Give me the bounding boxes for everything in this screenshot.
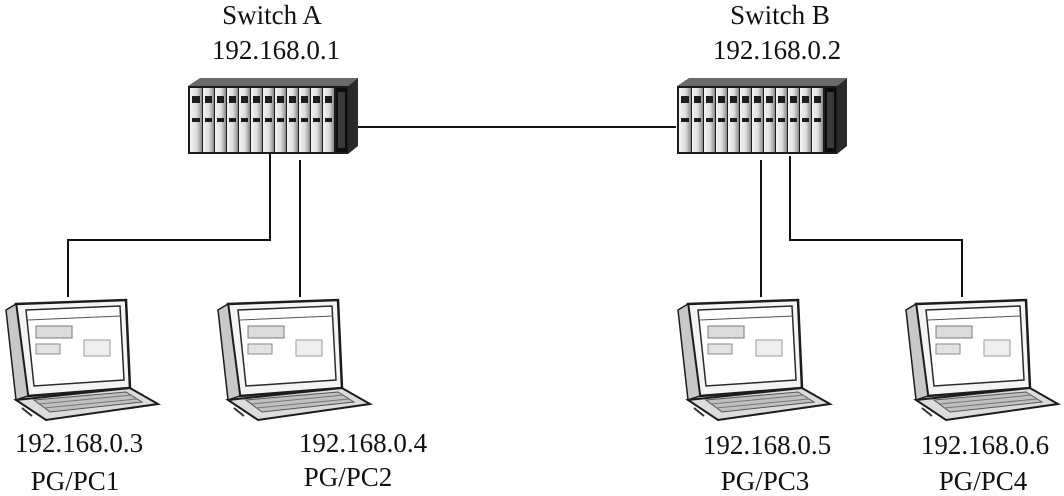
pc3-ip: 192.168.0.5 bbox=[702, 430, 832, 460]
pc4-name: PG/PC4 bbox=[938, 466, 1028, 496]
links bbox=[67, 126, 963, 297]
switch-a-name: Switch A bbox=[222, 0, 322, 30]
switch-a-icon bbox=[188, 78, 358, 154]
laptop-pc3-icon bbox=[677, 298, 834, 422]
link-switch-b-pc4 bbox=[789, 156, 963, 297]
switch-b-icon bbox=[677, 78, 847, 154]
pc1-ip: 192.168.0.3 bbox=[14, 428, 144, 458]
laptop-pc1-icon bbox=[5, 298, 162, 422]
pc2-ip: 192.168.0.4 bbox=[298, 428, 428, 458]
pc3-name: PG/PC3 bbox=[720, 466, 810, 496]
switch-b-ip: 192.168.0.2 bbox=[712, 35, 842, 65]
pc1-name: PG/PC1 bbox=[30, 466, 120, 496]
laptop-pc2-icon bbox=[217, 298, 374, 422]
switch-a-ip: 192.168.0.1 bbox=[211, 35, 341, 65]
pc2-name: PG/PC2 bbox=[303, 462, 393, 492]
laptop-pc4-icon bbox=[905, 298, 1062, 422]
link-switch-a-pc1 bbox=[67, 150, 271, 297]
switch-b-name: Switch B bbox=[730, 0, 830, 30]
pc4-ip: 192.168.0.6 bbox=[920, 430, 1050, 460]
